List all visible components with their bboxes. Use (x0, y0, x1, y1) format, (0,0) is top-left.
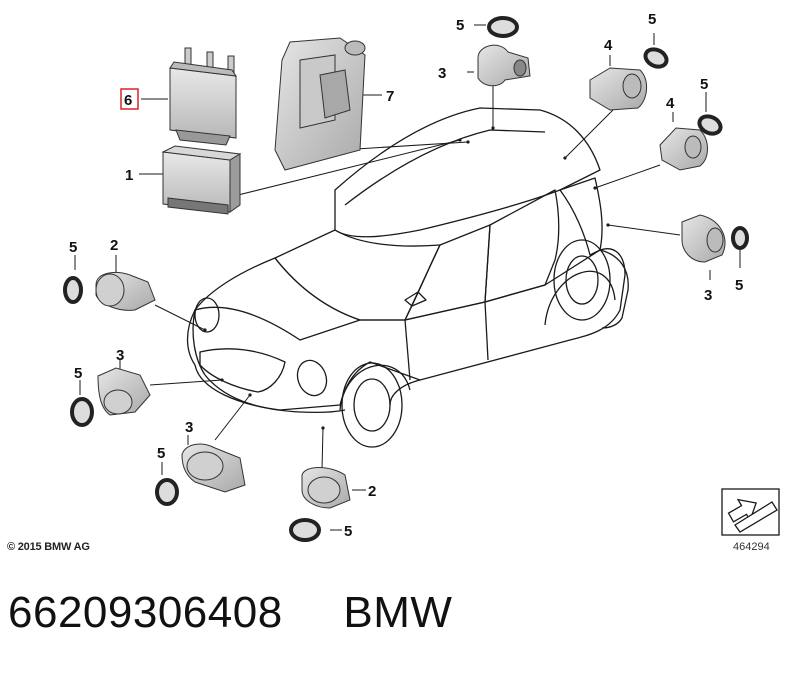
sensor-2-left (95, 272, 156, 311)
part-number: 66209306408 (8, 588, 283, 637)
callout-3-top: 3 (438, 65, 446, 82)
part-1-control-unit (161, 145, 242, 215)
diagram-number: 464294 (733, 541, 770, 553)
callout-4-right: 4 (666, 95, 675, 112)
ring-4-right (697, 114, 723, 136)
callout-3-left: 3 (116, 347, 124, 364)
ring-4-upper (643, 47, 669, 69)
callout-labels: 1 6 7 5 3 5 4 5 4 3 5 2 5 3 5 3 5 2 5 (69, 11, 743, 540)
ring-3-bottom (155, 478, 179, 506)
ring-2-bottom (289, 518, 321, 542)
callout-4-upper: 4 (604, 37, 613, 54)
callout-5-bottom-left: 5 (157, 445, 165, 462)
callout-5-top: 5 (456, 17, 464, 34)
ring-3-right (731, 226, 749, 250)
ring-top (487, 16, 519, 38)
callout-5-left: 5 (69, 239, 77, 256)
highlight-box-6 (120, 88, 139, 110)
front-wheel (341, 362, 403, 448)
callout-5-upper-right: 5 (648, 11, 656, 28)
part-7-bracket (274, 37, 366, 171)
copyright-text: © 2015 BMW AG (7, 541, 90, 553)
sensor-3-left (97, 367, 151, 416)
sensor-top (477, 44, 531, 87)
ring-2-left (63, 276, 83, 304)
sensor-4-upper (589, 67, 647, 111)
callout-2-left: 2 (110, 237, 118, 254)
sensor-3-right (681, 214, 726, 263)
ring-3-left (70, 397, 94, 427)
footer-caption: 66209306408 BMW (8, 588, 452, 638)
brand-name: BMW (343, 588, 453, 637)
callout-2-bottom: 2 (368, 483, 376, 500)
sensor-2-bottom (301, 467, 351, 509)
callout-3-bottom: 3 (185, 419, 193, 436)
callout-5-far-right: 5 (735, 277, 743, 294)
marker-dots (203, 126, 610, 430)
rear-wheel (553, 239, 611, 321)
callout-5-lower-left: 5 (74, 365, 82, 382)
sensor-3-bottom (181, 443, 246, 493)
leader-lines (74, 24, 741, 531)
callout-3-right: 3 (704, 287, 712, 304)
callout-6: 6 (124, 92, 132, 109)
part-6-relay (169, 47, 238, 146)
car-outline (186, 107, 629, 414)
sensor-4-right (659, 127, 708, 171)
callout-5-right: 5 (700, 76, 708, 93)
callout-1: 1 (125, 167, 133, 184)
view-symbol-icon (721, 488, 780, 536)
callout-7: 7 (386, 88, 394, 105)
callout-5-bottom: 5 (344, 523, 352, 540)
